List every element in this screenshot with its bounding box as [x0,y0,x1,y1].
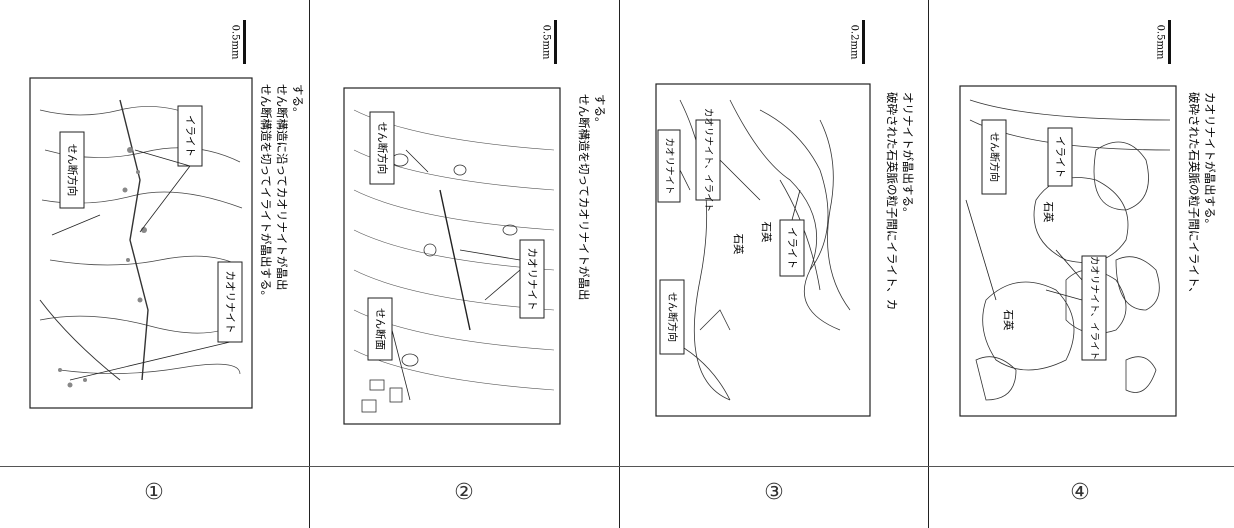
panel-2-drawing: せん断方向 カオリナイト せん断面 0.5mm せん断構造を切ってカオリナイトが… [343,20,607,425]
panel-4: せん断方向 イライト 石英 石英 カオリナイト、イライト 0.5mm 破砕された… [926,0,1234,528]
label-box-shear-direction [659,279,685,355]
panel-4-drawing: せん断方向 イライト 石英 石英 カオリナイト、イライト 0.5mm 破砕された… [959,20,1217,417]
sketch-texture [669,99,851,401]
row-divider [0,466,1234,467]
caption-line-1: せん断構造を切ってカオリナイトが晶出 [577,94,591,300]
scale-label: 0.5mm [230,25,241,60]
label-box-illite [779,219,805,277]
panel-3-drawing: カオリナイト、イライト カオリナイト 石英 石英 イライト せん断方向 0.2m… [655,20,915,417]
label-kaolinite: カオリナイト [526,248,538,311]
scale-label: 0.5mm [541,25,552,60]
label-kaolinite-illite: カオリナイト、イライト [1089,256,1100,360]
label-shear-direction: せん断方向 [988,132,1001,182]
caption-line-3: する。 [291,84,305,119]
panel-number: ④ [1070,480,1090,505]
label-box-kaolinite [519,239,545,319]
label-quartz-1: 石英 [1042,202,1055,223]
label-box-shear-direction [981,119,1007,195]
label-shear-direction: せん断方向 [666,292,679,342]
label-kaolinite: カオリナイト [664,137,675,194]
divider [619,0,620,528]
label-box-kaolinite [657,129,681,203]
label-box-illite [1047,127,1073,187]
label-quartz-2: 石英 [732,234,745,255]
label-kaolinite: カオリナイト [224,271,236,334]
label-illite: イライト [1054,136,1066,178]
label-quartz-2: 石英 [1002,310,1015,331]
caption-line-1: 破砕された石英脈の粒子間にイライト、 [1187,92,1201,299]
label-shear-direction: せん断方向 [376,122,389,175]
leader-lines [51,149,231,381]
panel-2: せん断方向 カオリナイト せん断面 0.5mm せん断構造を切ってカオリナイトが… [310,0,618,528]
scale-bar [554,20,557,64]
leader-lines [965,199,1083,301]
divider [309,0,310,528]
panel-1: イライト せん断方向 カオリナイト 0.5mm せん断構造を切ってイライトが晶出… [0,0,308,528]
label-box-kaolinite-illite [1081,255,1107,361]
caption-line-2: オリナイトが晶出する。 [901,92,915,219]
panel-1-drawing: イライト せん断方向 カオリナイト 0.5mm せん断構造を切ってイライトが晶出… [29,20,305,409]
micrograph-frame [29,77,253,409]
leader-lines [391,149,521,401]
caption-line-2: する。 [593,94,607,129]
scale-label: 0.5mm [1155,25,1166,60]
label-kaolinite-illite: カオリナイト、イライト [703,108,714,212]
caption-line-2: せん断構造に沿ってカオリナイトが晶出 [275,84,289,290]
label-box-kaolinite [217,261,243,343]
label-illite: イライト [184,115,196,157]
caption-line-2: カオリナイトが晶出する。 [1203,92,1217,230]
label-illite: イライト [786,227,798,269]
label-box-kaolinite-illite [695,119,721,201]
divider [928,0,929,528]
panel-number: ① [144,480,164,505]
label-box-shear-direction [59,131,85,209]
caption-line-1: 破砕された石英脈の粒子間にイライト、カ [885,92,899,310]
label-quartz-1: 石英 [760,222,773,243]
grain-outlines [361,153,518,413]
label-box-illite [177,105,203,167]
label-box-shear-direction [369,111,395,185]
scale-bar [1168,20,1171,64]
leader-lines [679,159,801,221]
label-shear-direction: せん断方向 [66,144,79,197]
panel-number: ③ [764,480,784,505]
scale-label: 0.2mm [849,25,860,60]
caption-line-1: せん断構造を切ってイライトが晶出する。 [259,84,273,302]
label-shear-plane: せん断面 [374,308,387,350]
micrograph-frame [655,83,871,417]
scale-bar [862,20,865,64]
scale-bar [243,20,246,64]
panel-number: ② [454,480,474,505]
panel-3: カオリナイト、イライト カオリナイト 石英 石英 イライト せん断方向 0.2m… [620,0,928,528]
label-box-shear-plane [367,297,393,361]
